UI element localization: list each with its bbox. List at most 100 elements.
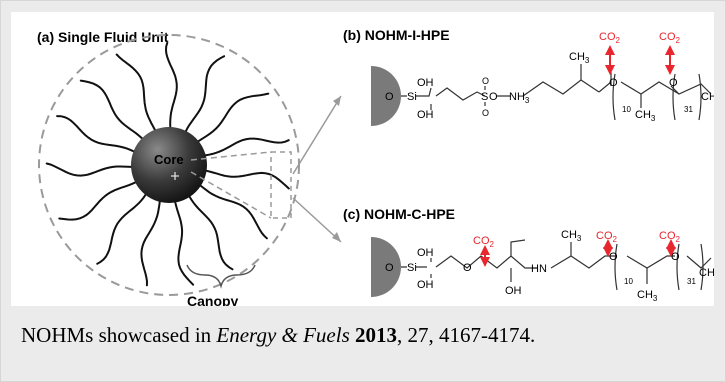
c-ch3-bottom-sub: 3: [653, 294, 658, 303]
c-co2-1-sub: 2: [490, 240, 495, 249]
b-oh-top: OH: [417, 77, 434, 89]
b-sub10: 10: [622, 105, 631, 114]
panel-c-title: (c) NOHM-C-HPE: [343, 206, 455, 222]
c-co2-3: CO2: [659, 230, 681, 244]
b-s-o-top: O: [482, 76, 489, 86]
zoom-box: [270, 151, 292, 219]
polymer-arm: [200, 137, 290, 157]
canopy-brace: [186, 264, 256, 289]
arrow-to-c: [292, 197, 342, 243]
c-oh-top: OH: [417, 247, 434, 259]
b-o2: O: [609, 77, 618, 89]
b-ch3-bottom-main: CH: [635, 109, 651, 121]
b-ch3-bottom: CH3: [635, 109, 656, 123]
b-si: Si: [407, 91, 417, 103]
c-o4: O: [671, 251, 680, 263]
b-ch3-top-sub: 3: [585, 56, 590, 65]
polymer-arm: [45, 162, 137, 177]
zoom-line-top: [190, 151, 272, 161]
b-oh-bottom: OH: [417, 109, 434, 121]
b-co2-1-main: CO: [599, 31, 616, 43]
c-ch3-top-main: CH: [561, 229, 577, 241]
c-surface-anchor: [371, 237, 401, 297]
caption-year: 2013: [355, 323, 398, 347]
canopy-label: Canopy: [187, 293, 239, 306]
b-backbone: [401, 64, 712, 121]
polymer-arm: [194, 92, 270, 145]
polymer-arm: [56, 115, 139, 154]
b-s-o-bottom: O: [482, 108, 489, 118]
caption-rest: , 27, 4167-4174.: [397, 323, 536, 347]
c-ch3-bottom: CH3: [637, 289, 658, 303]
b-s: S: [481, 91, 488, 103]
c-o3: O: [609, 251, 618, 263]
polymer-arms: [45, 41, 290, 287]
c-ch3-top-sub: 3: [577, 234, 582, 243]
b-ch3-bottom-sub: 3: [651, 114, 656, 123]
c-o1: O: [385, 262, 394, 274]
caption-pre: NOHMs showcased in: [21, 323, 217, 347]
b-surface-anchor: [371, 66, 401, 126]
figure-caption: NOHMs showcased in Energy & Fuels 2013, …: [21, 323, 711, 348]
polymer-arm: [79, 79, 146, 143]
c-co2-1: CO2: [473, 235, 495, 249]
polymer-arm: [115, 53, 158, 135]
c-co2-2: CO2: [596, 230, 618, 244]
c-ch3-end-main: CH: [699, 267, 714, 279]
b-ch3-top-main: CH: [569, 51, 585, 63]
nohm-diagram: (a) Single Fluid Unit Core Canopy (b) NO…: [37, 27, 714, 306]
b-co2-2-sub: 2: [676, 36, 681, 45]
c-hn: HN: [531, 263, 547, 275]
c-ch3-bottom-main: CH: [637, 289, 653, 301]
polymer-arm: [96, 190, 149, 265]
b-co2-2: CO2: [659, 31, 681, 45]
arrow-to-b-head: [333, 96, 341, 106]
b-o3: O: [669, 77, 678, 89]
c-co2-3-main: CO: [659, 230, 676, 242]
zoom-line-bottom: [190, 171, 272, 219]
b-ch3-end: CH3: [701, 91, 714, 105]
polymer-arm: [140, 196, 162, 287]
polymer-arm: [173, 197, 195, 286]
b-ch3-end-main: CH: [701, 91, 714, 103]
c-si: Si: [407, 262, 417, 274]
caption-journal: Energy & Fuels: [216, 323, 350, 347]
figure-panel: (a) Single Fluid Unit Core Canopy (b) NO…: [11, 12, 714, 306]
panel-b-title: (b) NOHM-I-HPE: [343, 27, 450, 43]
c-backbone: [401, 239, 712, 291]
b-sub31: 31: [684, 105, 693, 114]
c-sub31: 31: [687, 277, 696, 286]
polymer-arm: [201, 169, 290, 190]
c-sub10: 10: [624, 277, 633, 286]
panel-a-title: (a) Single Fluid Unit: [37, 29, 169, 45]
core-marker: [171, 172, 179, 180]
c-co2-2-sub: 2: [613, 235, 618, 244]
polymer-arm: [186, 192, 234, 271]
c-ch3-end: CH3: [699, 267, 714, 281]
core-sphere: [131, 127, 207, 203]
b-co2-1: CO2: [599, 31, 621, 45]
polymer-arm: [183, 55, 226, 136]
c-co2-2-main: CO: [596, 230, 613, 242]
c-co2-1-main: CO: [473, 235, 490, 247]
b-nh3: NH3: [509, 91, 530, 105]
c-oh-side: OH: [505, 285, 522, 297]
b-co2-1-sub: 2: [616, 36, 621, 45]
b-ch3-top: CH3: [569, 51, 590, 65]
polymer-arm: [58, 179, 140, 221]
b-o-minus: O: [489, 91, 498, 103]
c-ch3-top: CH3: [561, 229, 582, 243]
arrow-to-c-head: [332, 232, 341, 242]
c-oh-bottom: OH: [417, 279, 434, 291]
b-o1: O: [385, 91, 394, 103]
c-o2: O: [463, 262, 472, 274]
c-co2-3-sub: 2: [676, 235, 681, 244]
polymer-arm: [196, 182, 268, 240]
polymer-arm: [164, 41, 178, 132]
b-nh3-sub: 3: [525, 96, 530, 105]
arrow-to-b: [292, 95, 342, 175]
b-co2-2-main: CO: [659, 31, 676, 43]
b-nh3-main: NH: [509, 91, 525, 103]
core-label: Core: [154, 152, 184, 167]
